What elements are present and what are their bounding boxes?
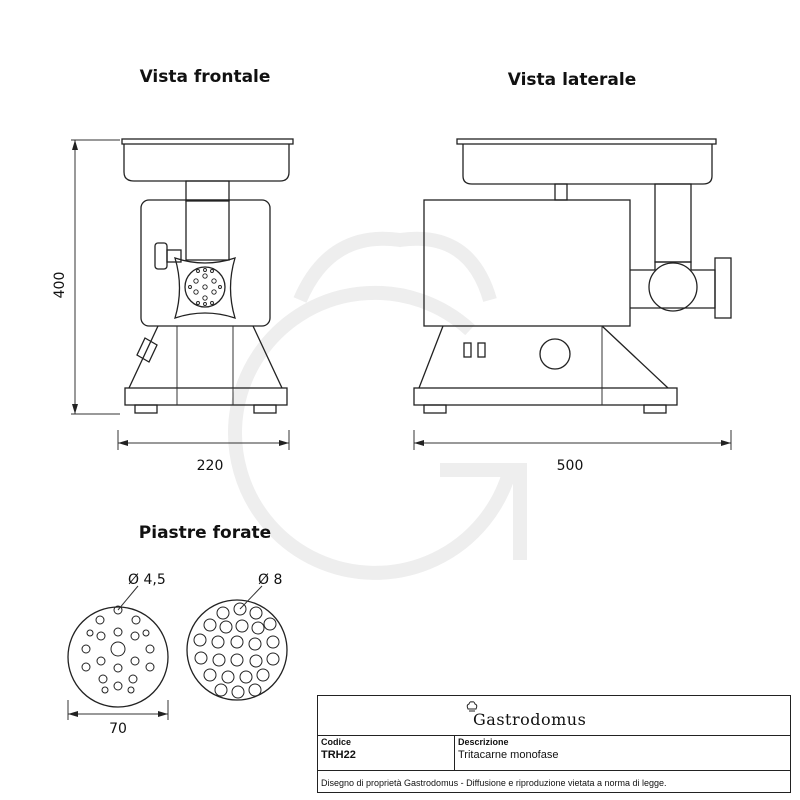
description-cell: Descrizione Tritacarne monofase [455, 735, 790, 771]
code-label: Codice [321, 737, 352, 747]
chef-hat-icon [466, 701, 478, 712]
copyright-notice: Disegno di proprietà Gastrodomus - Diffu… [321, 778, 667, 788]
plates-title: Piastre forate [139, 523, 271, 543]
hole-small-label: Ø 4,5 [128, 572, 166, 588]
hole-large-label: Ø 8 [258, 572, 282, 588]
code-value: TRH22 [321, 749, 356, 761]
code-cell: Codice TRH22 [318, 735, 455, 771]
side-width-label: 500 [557, 458, 584, 474]
title-block: Gastrodomus Codice TRH22 Descrizione Tri… [317, 695, 791, 793]
watermark-logo [228, 231, 527, 580]
front-width-dimension: 220 [117, 430, 290, 474]
front-plate-holes [188, 268, 222, 306]
description-value: Tritacarne monofase [458, 749, 559, 761]
front-width-label: 220 [197, 458, 224, 474]
side-view-title: Vista laterale [508, 70, 637, 90]
brand-name: Gastrodomus [473, 710, 587, 729]
plate-diameter-label: 70 [109, 721, 127, 737]
side-width-dimension: 500 [413, 430, 732, 474]
plate-small-holes: Ø 4,5 [67, 572, 169, 708]
height-label: 400 [52, 272, 68, 299]
description-label: Descrizione [458, 737, 509, 747]
plate-diameter-dimension: 70 [67, 700, 169, 737]
side-view [413, 138, 732, 414]
front-view [121, 138, 294, 414]
front-view-title: Vista frontale [140, 67, 271, 87]
brand-row: Gastrodomus [318, 696, 790, 736]
plate-large-holes: Ø 8 [186, 572, 288, 701]
height-dimension: 400 [52, 139, 120, 415]
